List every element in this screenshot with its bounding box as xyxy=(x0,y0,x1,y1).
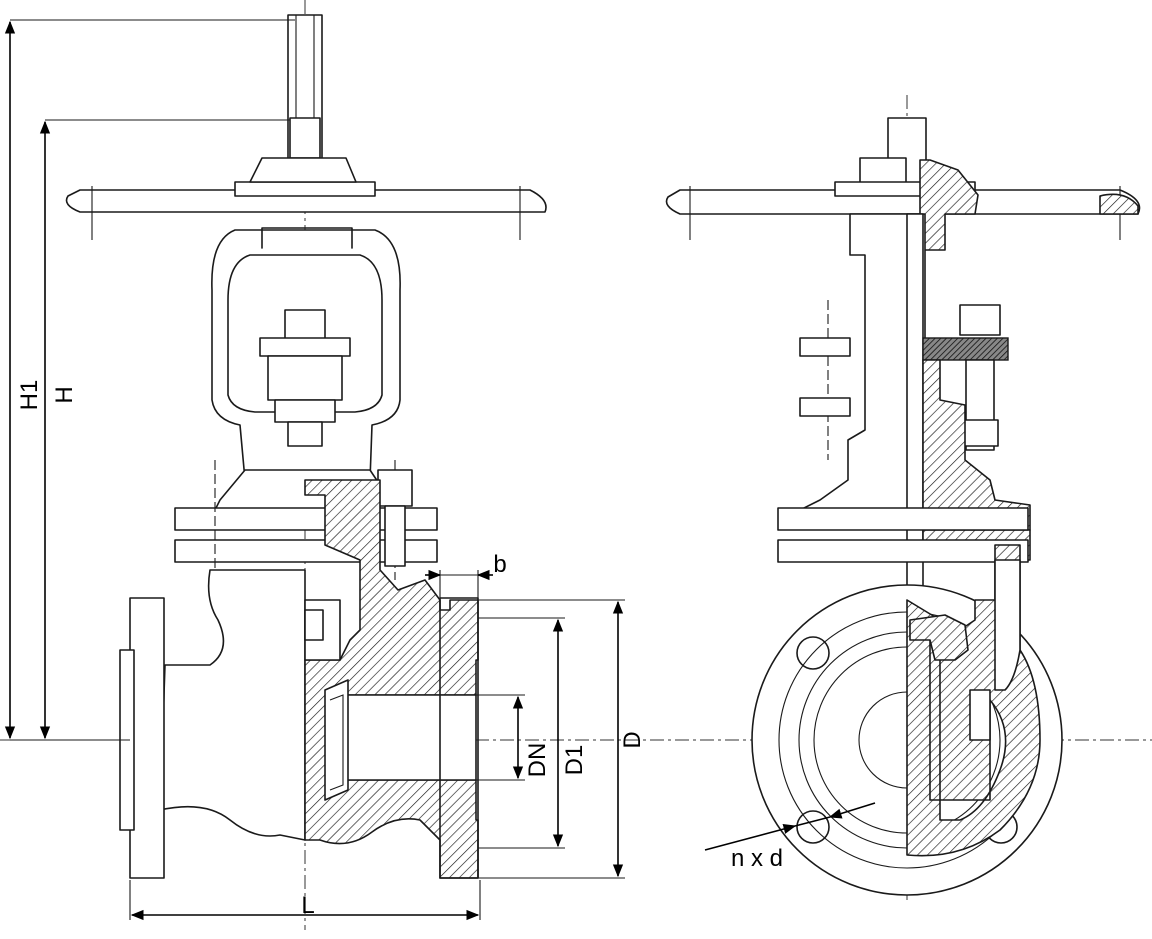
label-D1: D1 xyxy=(561,745,588,776)
nxd-leader xyxy=(704,824,797,851)
label-H: H xyxy=(51,386,78,403)
label-b: b xyxy=(493,551,506,578)
label-L: L xyxy=(301,892,314,919)
body-section xyxy=(304,479,479,879)
dimension-lines xyxy=(4,19,876,921)
stem-nut xyxy=(289,117,321,159)
side-body-section xyxy=(906,544,1041,857)
front-view xyxy=(65,14,547,879)
label-H1: H1 xyxy=(16,380,43,411)
dimension-labels: H1 H L b DN D1 D n x d xyxy=(16,380,783,919)
side-view xyxy=(665,117,1141,896)
left-flange xyxy=(119,597,165,879)
label-DN: DN xyxy=(524,743,551,778)
gland-nuts xyxy=(259,309,351,447)
label-D: D xyxy=(619,731,646,748)
right-flange xyxy=(439,597,479,879)
label-nxd: n x d xyxy=(731,845,783,872)
bonnet-bolt xyxy=(377,469,413,567)
handwheel xyxy=(65,157,547,240)
valve-body-left xyxy=(159,569,306,841)
side-bonnet-flange xyxy=(777,507,1029,563)
side-handwheel xyxy=(665,159,1141,251)
